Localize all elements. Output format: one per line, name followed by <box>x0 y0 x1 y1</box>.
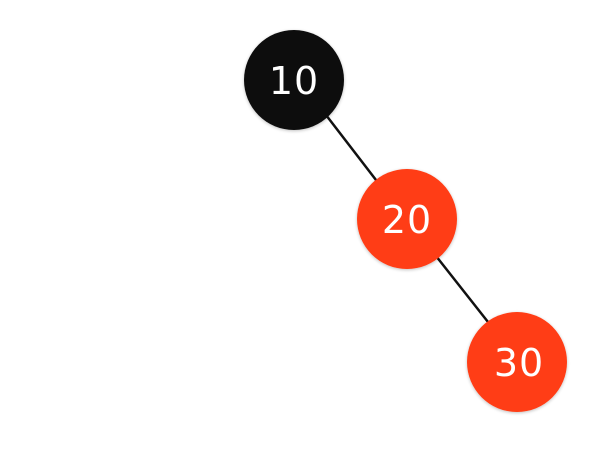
tree-edge-20-30 <box>434 254 490 324</box>
tree-node-10: 10 <box>244 30 344 130</box>
tree-node-20-circle <box>357 169 457 269</box>
tree-node-30-label: 30 <box>494 341 544 385</box>
tree-node-20: 20 <box>357 169 457 269</box>
tree-node-20-label: 20 <box>382 198 432 242</box>
tree-node-10-label: 10 <box>269 59 319 103</box>
tree-node-30-circle <box>467 312 567 412</box>
tree-node-10-circle <box>244 30 344 130</box>
tree-node-30: 30 <box>467 312 567 412</box>
tree-edge-10-20 <box>324 113 378 182</box>
